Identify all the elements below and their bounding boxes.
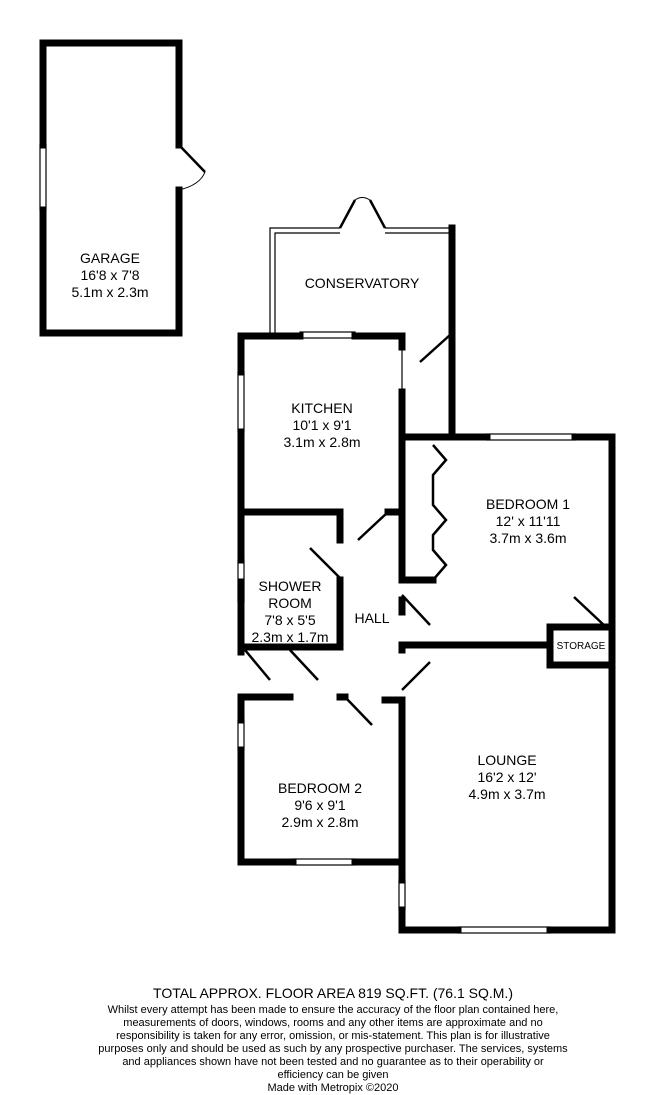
kitchen-label: KITCHEN 10'1 x 9'1 3.1m x 2.8m bbox=[283, 400, 360, 451]
store-doors bbox=[244, 649, 319, 681]
shower-room-label: SHOWER ROOM 7'8 x 5'5 2.3m x 1.7m bbox=[251, 578, 328, 646]
room-name: GARAGE bbox=[80, 250, 140, 266]
room-name: SHOWER bbox=[258, 578, 322, 594]
room-name: BEDROOM 1 bbox=[485, 496, 571, 512]
bedroom1-window bbox=[486, 433, 576, 441]
total-floor-area: TOTAL APPROX. FLOOR AREA 819 SQ.FT. (76.… bbox=[153, 985, 513, 1001]
garage-door bbox=[178, 144, 206, 173]
room-size-imperial: 16'2 x 12' bbox=[477, 769, 537, 785]
lounge-window bbox=[457, 926, 551, 934]
garage-label: GARAGE 16'8 x 7'8 5.1m x 2.3m bbox=[71, 250, 148, 301]
room-size-imperial: 7'8 x 5'5 bbox=[264, 612, 316, 628]
room-name: CONSERVATORY bbox=[304, 275, 420, 291]
kitchen-side-window bbox=[237, 371, 245, 433]
hall-label: HALL bbox=[354, 610, 389, 627]
shower-door bbox=[309, 547, 341, 579]
disclaimer: Whilst every attempt has been made to en… bbox=[98, 1004, 568, 1081]
footer: TOTAL APPROX. FLOOR AREA 819 SQ.FT. (76.… bbox=[0, 985, 666, 1095]
storage-label: STORAGE bbox=[557, 641, 606, 653]
floor-plan bbox=[39, 39, 616, 934]
room-size-imperial: 16'8 x 7'8 bbox=[80, 267, 140, 283]
room-size-metric: 4.9m x 3.7m bbox=[468, 786, 546, 802]
room-size-metric: 2.3m x 1.7m bbox=[251, 629, 329, 645]
kitchen-walls bbox=[237, 332, 406, 516]
conservatory-doors bbox=[338, 199, 387, 229]
room-name: BEDROOM 2 bbox=[277, 780, 363, 796]
storage-walls bbox=[546, 623, 616, 669]
room-size-imperial: 10'1 x 9'1 bbox=[292, 417, 352, 433]
lounge-side-window bbox=[398, 879, 406, 911]
room-name: KITCHEN bbox=[291, 400, 353, 416]
shower-walls bbox=[237, 508, 344, 651]
bedroom2-walls bbox=[237, 693, 406, 866]
lounge-walls bbox=[398, 596, 554, 884]
bedroom2-side-window bbox=[237, 719, 245, 751]
bedroom1-label: BEDROOM 1 12' x 11'11 3.7m x 3.6m bbox=[486, 496, 570, 547]
bedroom2-door bbox=[344, 696, 373, 726]
room-name: STORAGE bbox=[556, 641, 606, 652]
room-size-imperial: 12' x 11'11 bbox=[495, 513, 561, 529]
room-name: LOUNGE bbox=[477, 752, 537, 768]
room-size-metric: 5.1m x 2.3m bbox=[71, 284, 149, 300]
shower-window bbox=[237, 559, 245, 603]
kitchen-window bbox=[299, 331, 356, 339]
bedroom2-window bbox=[292, 858, 356, 866]
hall-kitchen-door bbox=[357, 511, 389, 541]
wardrobe-doors bbox=[431, 444, 448, 581]
garage-window bbox=[39, 144, 47, 211]
bedroom1-door bbox=[401, 594, 431, 626]
room-size-metric: 3.7m x 3.6m bbox=[489, 530, 567, 546]
lounge-label: LOUNGE 16'2 x 12' 4.9m x 3.7m bbox=[468, 752, 545, 803]
kitchen-door bbox=[419, 334, 451, 363]
conservatory-label: CONSERVATORY bbox=[305, 275, 420, 292]
bedroom1-walls bbox=[384, 433, 454, 584]
garage-walls bbox=[39, 39, 183, 337]
conservatory-outline bbox=[269, 227, 455, 333]
room-size-imperial: 9'6 x 9'1 bbox=[294, 797, 346, 813]
bedroom2-label: BEDROOM 2 9'6 x 9'1 2.9m x 2.8m bbox=[278, 780, 362, 831]
room-size-metric: 3.1m x 2.8m bbox=[283, 434, 361, 450]
room-size-metric: 2.9m x 2.8m bbox=[281, 814, 359, 830]
room-name: HALL bbox=[354, 610, 390, 626]
lounge-door bbox=[401, 661, 431, 691]
room-name: ROOM bbox=[268, 595, 312, 611]
storage-door bbox=[573, 596, 607, 628]
credit: Made with Metropix ©2020 bbox=[267, 1082, 399, 1094]
